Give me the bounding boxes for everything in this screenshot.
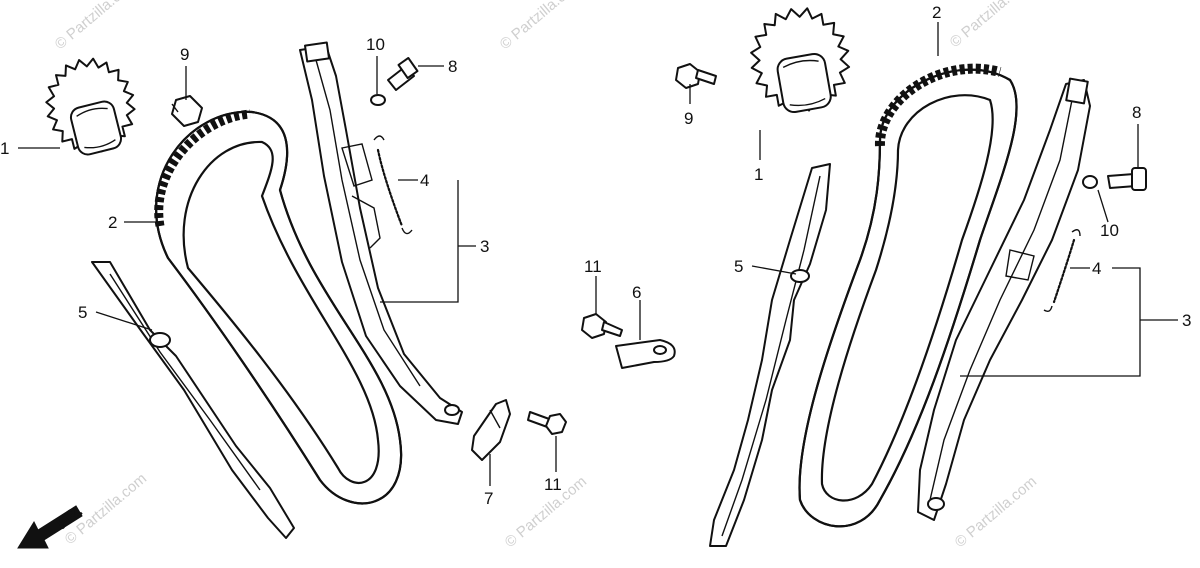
watermarks: © Partzilla.com © Partzilla.com © Partzi… bbox=[52, 0, 1040, 551]
callout-washer: 10 bbox=[366, 35, 385, 54]
callout-guide: 5 bbox=[78, 303, 87, 322]
stopper-bolt bbox=[527, 411, 567, 435]
right-cam-sprocket bbox=[750, 7, 851, 113]
right-washer bbox=[1082, 175, 1098, 189]
right-cam-chain bbox=[798, 63, 1018, 528]
right-tensioner bbox=[917, 77, 1091, 521]
callout-stopper: 7 bbox=[484, 489, 493, 508]
left-sprocket-bolt bbox=[171, 95, 203, 127]
chain-stopper bbox=[471, 399, 511, 461]
callout-bolt: 8 bbox=[448, 57, 457, 76]
callout-washer: 10 bbox=[1100, 221, 1119, 240]
callout-chain: 2 bbox=[108, 213, 117, 232]
left-tensioner bbox=[299, 41, 463, 425]
callout-chain: 2 bbox=[932, 3, 941, 22]
left-tensioner-bolt bbox=[387, 57, 419, 91]
callout-sprocket-bolt: 9 bbox=[180, 45, 189, 64]
callout-plate-bolt: 11 bbox=[584, 257, 602, 276]
left-leaders bbox=[18, 56, 476, 331]
callout-bolt: 8 bbox=[1132, 103, 1141, 122]
tensioner-plate bbox=[615, 339, 676, 369]
watermark: © Partzilla.com bbox=[947, 0, 1035, 51]
callout-sprocket-bolt: 9 bbox=[684, 109, 693, 128]
right-callouts: 9 1 2 5 8 10 4 3 bbox=[684, 3, 1191, 330]
callout-tensioner-set: 3 bbox=[1182, 311, 1191, 330]
front-arrow-icon bbox=[17, 505, 83, 549]
left-tensioner-spring bbox=[373, 135, 413, 235]
watermark: © Partzilla.com bbox=[52, 0, 140, 53]
callout-tensioner-set: 3 bbox=[480, 237, 489, 256]
callout-sprocket: 1 bbox=[754, 165, 763, 184]
right-tensioner-spring bbox=[1043, 229, 1081, 313]
right-leaders bbox=[689, 22, 1178, 377]
callout-spring: 4 bbox=[420, 171, 429, 190]
left-cam-sprocket bbox=[45, 57, 136, 156]
left-assembly: 1 2 5 9 10 8 4 3 bbox=[0, 35, 489, 539]
callout-stopper-bolt: 11 bbox=[544, 475, 562, 494]
right-tensioner-bolt bbox=[1107, 167, 1147, 191]
watermark: © Partzilla.com bbox=[952, 473, 1040, 551]
callout-plate: 6 bbox=[632, 283, 641, 302]
callout-spring: 4 bbox=[1092, 259, 1101, 278]
callout-guide: 5 bbox=[734, 257, 743, 276]
center-callouts: 11 6 7 11 bbox=[484, 257, 641, 508]
watermark: © Partzilla.com bbox=[497, 0, 585, 53]
left-washer bbox=[370, 94, 386, 106]
right-sprocket-bolt bbox=[675, 63, 717, 89]
right-chain-guide bbox=[709, 163, 831, 547]
callout-sprocket: 1 bbox=[0, 139, 9, 158]
plate-bolt bbox=[581, 313, 623, 339]
center-parts: 11 6 7 11 bbox=[471, 257, 676, 508]
left-callouts: 1 2 5 9 10 8 4 3 bbox=[0, 35, 489, 322]
center-leaders bbox=[489, 276, 641, 486]
left-cam-chain bbox=[154, 109, 403, 505]
right-assembly: 9 1 2 5 8 10 4 3 bbox=[675, 3, 1191, 547]
